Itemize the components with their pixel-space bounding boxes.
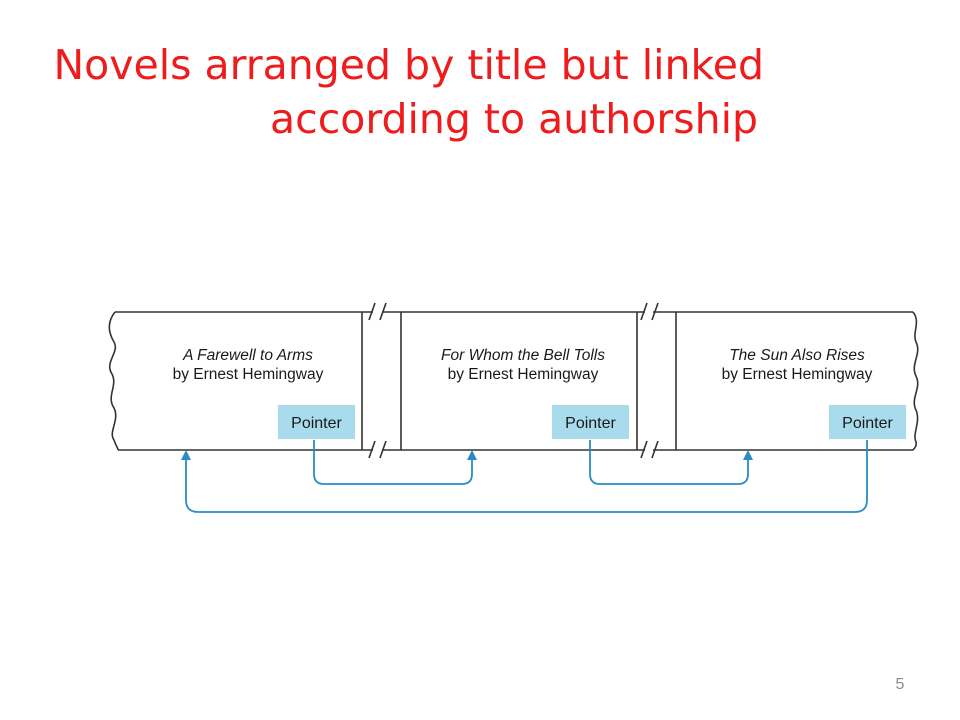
arrow-head-icon <box>743 450 753 460</box>
record-dividers <box>361 312 677 450</box>
record-author: by Ernest Hemingway <box>448 366 599 383</box>
break-mark-top-1b <box>379 302 387 321</box>
storage-strip-edges <box>115 311 913 451</box>
record-for-whom-the-bell-tolls: For Whom the Bell Tolls by Ernest Heming… <box>441 347 629 439</box>
arrow-heads <box>181 450 753 460</box>
pointer-label: Pointer <box>565 415 616 432</box>
arrow-head-icon <box>467 450 477 460</box>
record-author: by Ernest Hemingway <box>173 366 324 383</box>
break-marks <box>368 302 659 459</box>
break-mark-bottom-1b <box>379 440 387 459</box>
link-arrow-record3-to-record1 <box>185 440 868 513</box>
arrow-head-icon <box>181 450 191 460</box>
pointer-box <box>829 405 906 439</box>
strip-torn-right-edge <box>912 311 919 451</box>
record-author: by Ernest Hemingway <box>722 366 873 383</box>
slide-title-line-2: according to authorship <box>270 95 758 143</box>
pointer-box <box>552 405 629 439</box>
break-mark-bottom-2b <box>651 440 659 459</box>
break-mark-top-2b <box>651 302 659 321</box>
break-mark-bottom-1a <box>368 440 376 459</box>
record-a-farewell-to-arms: A Farewell to Arms by Ernest Hemingway P… <box>173 347 355 439</box>
pointer-links <box>185 440 868 513</box>
break-mark-bottom-2a <box>640 440 648 459</box>
break-mark-top-2a <box>640 302 648 321</box>
break-mark-top-1a <box>368 302 376 321</box>
pointer-label: Pointer <box>842 415 893 432</box>
slide-page-number: 5 <box>895 676 905 693</box>
link-arrow-record2-to-record3 <box>589 440 749 485</box>
pointer-box <box>278 405 355 439</box>
slide-title-line-1: Novels arranged by title but linked <box>53 41 765 89</box>
pointer-label: Pointer <box>291 415 342 432</box>
link-arrow-record1-to-record2 <box>313 440 473 485</box>
record-title: The Sun Also Rises <box>729 347 865 364</box>
record-title: A Farewell to Arms <box>182 347 313 364</box>
record-title: For Whom the Bell Tolls <box>441 347 605 364</box>
strip-torn-left-edge <box>108 311 119 451</box>
record-the-sun-also-rises: The Sun Also Rises by Ernest Hemingway P… <box>722 347 906 439</box>
